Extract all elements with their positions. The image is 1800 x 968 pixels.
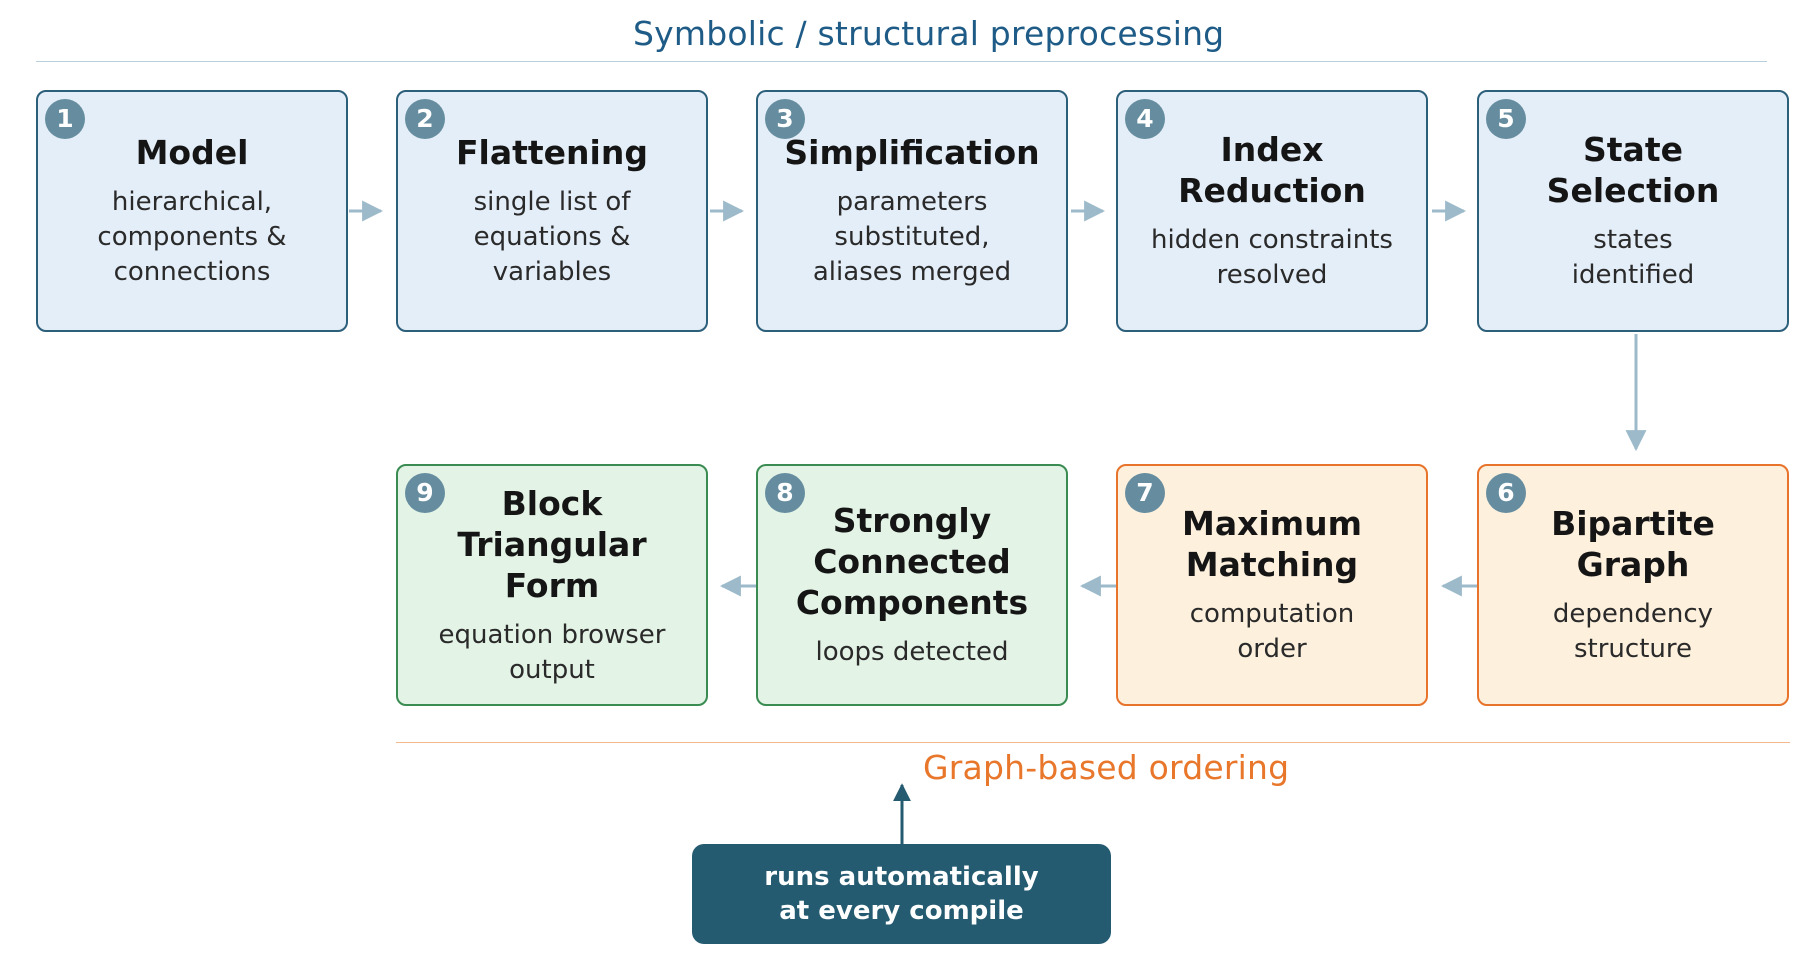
step-description: hierarchical, components & connections: [97, 187, 287, 287]
step-number-badge: 7: [1125, 473, 1165, 513]
step-description: computation order: [1189, 599, 1355, 664]
step-title: Strongly Connected Components: [795, 501, 1029, 622]
step-bipartite-graph: 6 Bipartite Graph dependency structure: [1477, 464, 1789, 706]
graph-ordering-section-title: Graph-based ordering: [923, 748, 1290, 787]
step-title: Bipartite Graph: [1551, 504, 1715, 584]
step-number-badge: 5: [1486, 99, 1526, 139]
step-title: Model: [135, 133, 249, 172]
step-index-reduction: 4 Index Reduction hidden constraints res…: [1116, 90, 1428, 332]
step-state-selection: 5 State Selection states identified: [1477, 90, 1789, 332]
step-description: equation browser output: [438, 619, 666, 685]
step-number-badge: 6: [1486, 473, 1526, 513]
step-description: single list of equations & variables: [473, 187, 631, 287]
step-maximum-matching: 7 Maximum Matching computation order: [1116, 464, 1428, 706]
step-title: Simplification: [784, 133, 1040, 172]
step-model: 1 Model hierarchical, components & conne…: [36, 90, 348, 332]
step-number-badge: 9: [405, 473, 445, 513]
step-title: Maximum Matching: [1182, 504, 1362, 584]
step-title: Block Triangular Form: [457, 483, 647, 605]
step-description: states identified: [1571, 225, 1695, 290]
step-title: Flattening: [456, 133, 648, 172]
step-description: parameters substituted, aliases merged: [812, 187, 1012, 287]
auto-run-callout: runs automatically at every compile: [692, 844, 1111, 944]
graph-ordering-divider: [396, 742, 1790, 743]
step-strongly-connected-components: 8 Strongly Connected Components loops de…: [756, 464, 1068, 706]
step-description: hidden constraints resolved: [1151, 225, 1393, 290]
step-simplification: 3 Simplification parameters substituted,…: [756, 90, 1068, 332]
step-title: Index Reduction: [1178, 130, 1366, 210]
preprocessing-section-title: Symbolic / structural preprocessing: [633, 14, 1225, 53]
step-number-badge: 4: [1125, 99, 1165, 139]
step-block-triangular-form: 9 Block Triangular Form equation browser…: [396, 464, 708, 706]
step-number-badge: 3: [765, 99, 805, 139]
step-description: loops detected: [815, 637, 1009, 667]
step-description: dependency structure: [1552, 599, 1714, 664]
step-number-badge: 1: [45, 99, 85, 139]
step-number-badge: 8: [765, 473, 805, 513]
step-title: State Selection: [1546, 130, 1720, 210]
step-flattening: 2 Flattening single list of equations & …: [396, 90, 708, 332]
preprocessing-divider: [36, 61, 1767, 62]
step-number-badge: 2: [405, 99, 445, 139]
